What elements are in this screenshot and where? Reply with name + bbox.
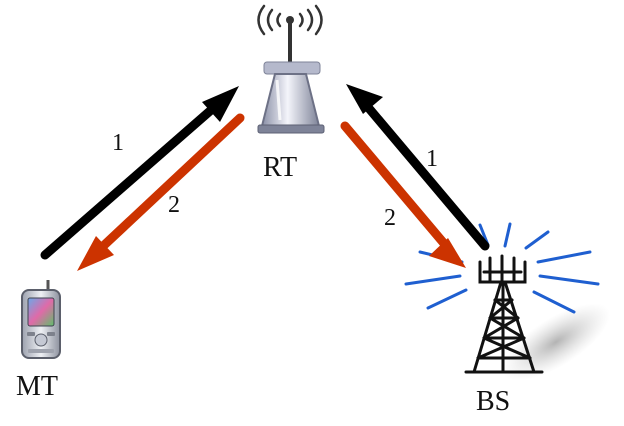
arrow-rt-to-bs (340, 121, 466, 268)
mobile-phone-icon (21, 280, 61, 359)
step-label-rt-to-bs: 2 (384, 205, 396, 231)
mt-label: MT (16, 371, 58, 402)
step-label-rt-to-mt: 2 (168, 192, 180, 218)
arrow-mt-to-rt (40, 86, 239, 260)
step-label-mt-to-rt: 1 (112, 130, 124, 156)
bs-label: BS (476, 386, 511, 417)
rt-label: RT (263, 152, 298, 183)
arrow-bs-to-rt (346, 84, 490, 251)
rt-broadcast-waves (257, 4, 323, 36)
router-antenna-icon (257, 4, 325, 134)
step-label-bs-to-rt: 1 (426, 146, 438, 172)
arrow-rt-to-mt (77, 113, 245, 271)
